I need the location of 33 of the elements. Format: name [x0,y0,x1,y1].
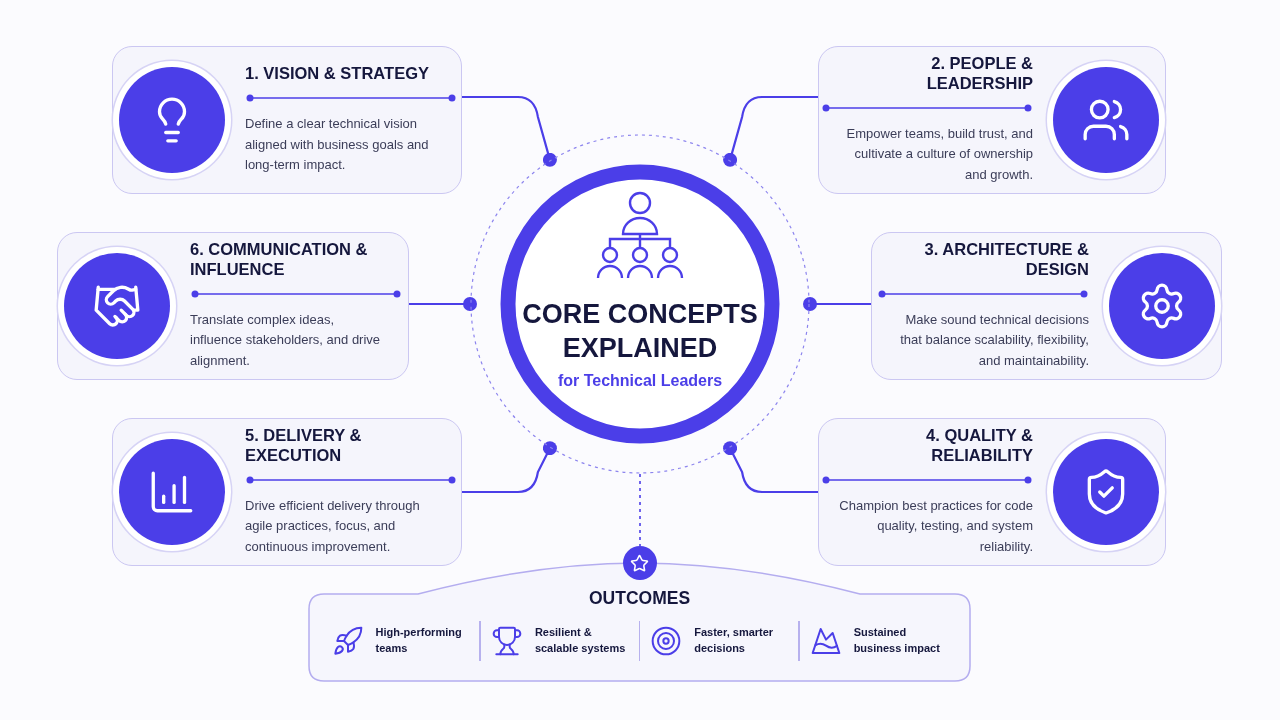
outcome-label: High-performing teams [375,625,470,657]
connector-line [803,297,871,311]
outcome-label: Faster, smarter decisions [694,625,789,657]
subtitle: for Technical Leaders [557,371,723,390]
connector-line [462,441,557,494]
center-circle [470,134,810,474]
connector-line [462,95,557,167]
card-title: 2. PEOPLE & LEADERSHIP [925,54,1033,94]
card-title: 6. COMMUNICATION & INFLUENCE [190,240,369,280]
concept-card [871,232,1222,380]
card-description: Translate complex ideas, influence stakeholders, and drive alignment. [190,310,382,371]
concept-card [112,46,462,194]
card-description: Drive efficient delivery through agile practices, focus, and continuous improvement. [245,496,421,557]
concept-card [112,418,462,566]
main-title: CORE CONCEPTS EXPLAINED [521,298,759,365]
card-title: 3. ARCHITECTURE & DESIGN [923,240,1089,280]
concept-card [818,418,1166,566]
card-description: Champion best practices for code quality, testing, and system reliability. [838,496,1033,557]
card-title: 1. VISION & STRATEGY [245,63,429,84]
panel-title: OUTCOMES [588,588,691,609]
card-title: 5. DELIVERY & EXECUTION [245,426,363,466]
card-description: Make sound technical decisions that balance scalability, flexibility, and maintainability. [899,310,1089,371]
connector-line [723,95,818,167]
concept-card [57,232,409,380]
outcome-label: Sustained business impact [853,625,948,657]
card-description: Empower teams, build trust, and cultivate a culture of ownership and growth. [845,124,1033,185]
connector-line [723,441,818,494]
card-description: Define a clear technical vision aligned with business goals and long-term impact. [245,114,430,175]
card-title: 4. QUALITY & RELIABILITY [925,426,1033,466]
outcome-label: Resilient & scalable systems [534,625,629,657]
concept-card [818,46,1166,194]
connector-line [409,297,477,311]
dashed-connector [639,473,641,547]
